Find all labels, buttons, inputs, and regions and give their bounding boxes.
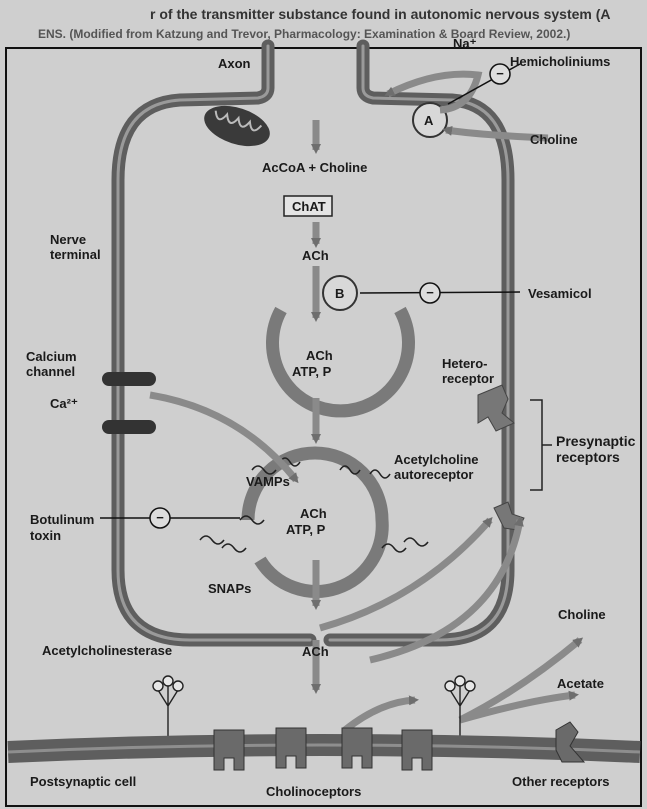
other-receptors-label: Other receptors — [512, 774, 610, 789]
arrow-to-autoreceptor — [320, 520, 490, 628]
autoreceptor-label-2: autoreceptor — [394, 467, 473, 482]
vesamicol-minus: − — [424, 285, 436, 300]
vesicle-docking-ach-label: ACh — [300, 506, 327, 521]
presynaptic-bracket — [530, 400, 552, 490]
mitochondrion — [199, 98, 275, 153]
calcium-ion-label: Ca²⁺ — [50, 396, 78, 411]
heteroreceptor-label-1: Hetero- — [442, 356, 488, 371]
snaps-label: SNAPs — [208, 581, 251, 596]
vesicle-upper-ach-label: ACh — [306, 348, 333, 363]
ach-synthesized-label: ACh — [302, 248, 329, 263]
vesicle-upper-atp-label: ATP, P — [292, 364, 331, 379]
botulinum-label-2: toxin — [30, 528, 61, 543]
botulinum-minus: − — [154, 510, 166, 525]
calcium-channel-lower — [102, 420, 156, 434]
nerve-terminal-label-1: Nerve — [50, 232, 86, 247]
hemicholiniums-label: Hemicholiniums — [510, 54, 610, 69]
choline-bottom-label: Choline — [558, 607, 606, 622]
autoreceptor-label-1: Acetylcholine — [394, 452, 479, 467]
ach-released-label: ACh — [302, 644, 329, 659]
accoa-choline-label: AcCoA + Choline — [262, 160, 367, 175]
heteroreceptor-label-2: receptor — [442, 371, 494, 386]
postsynaptic-cell-label: Postsynaptic cell — [30, 774, 136, 789]
botulinum-label-1: Botulinum — [30, 512, 94, 527]
vesamicol-label: Vesamicol — [528, 286, 592, 301]
calcium-channel-label-2: channel — [26, 364, 75, 379]
presynaptic-receptors-label-1: Presynaptic — [556, 434, 635, 449]
transporter-a-label: A — [424, 113, 433, 128]
vesicle-docking-atp-label: ATP, P — [286, 522, 325, 537]
header-line-1: r of the transmitter substance found in … — [150, 6, 611, 22]
na-plus-label: Na⁺ — [453, 36, 476, 51]
vamps-label: VAMPs — [246, 474, 290, 489]
chat-label: ChAT — [292, 199, 326, 214]
header-line-2: ENS. (Modified from Katzung and Trevor, … — [38, 27, 570, 41]
acetate-label: Acetate — [557, 676, 604, 691]
choline-top-label: Choline — [530, 132, 578, 147]
nerve-terminal-membrane-left — [118, 46, 310, 640]
calcium-channel-upper — [102, 372, 156, 386]
arrow-ach-hydrolysis — [345, 700, 415, 730]
presynaptic-receptors-label-2: receptors — [556, 450, 620, 465]
nerve-terminal-label-2: terminal — [50, 247, 101, 262]
acetylcholinesterase-label: Acetylcholinesterase — [42, 643, 172, 658]
synaptic-vesicle-upper — [273, 310, 409, 411]
hemicholinium-minus: − — [494, 66, 506, 81]
axon-label: Axon — [218, 56, 251, 71]
transporter-b-label: B — [335, 286, 344, 301]
calcium-channel-label-1: Calcium — [26, 349, 77, 364]
cholinoceptors-label: Cholinoceptors — [266, 784, 361, 799]
